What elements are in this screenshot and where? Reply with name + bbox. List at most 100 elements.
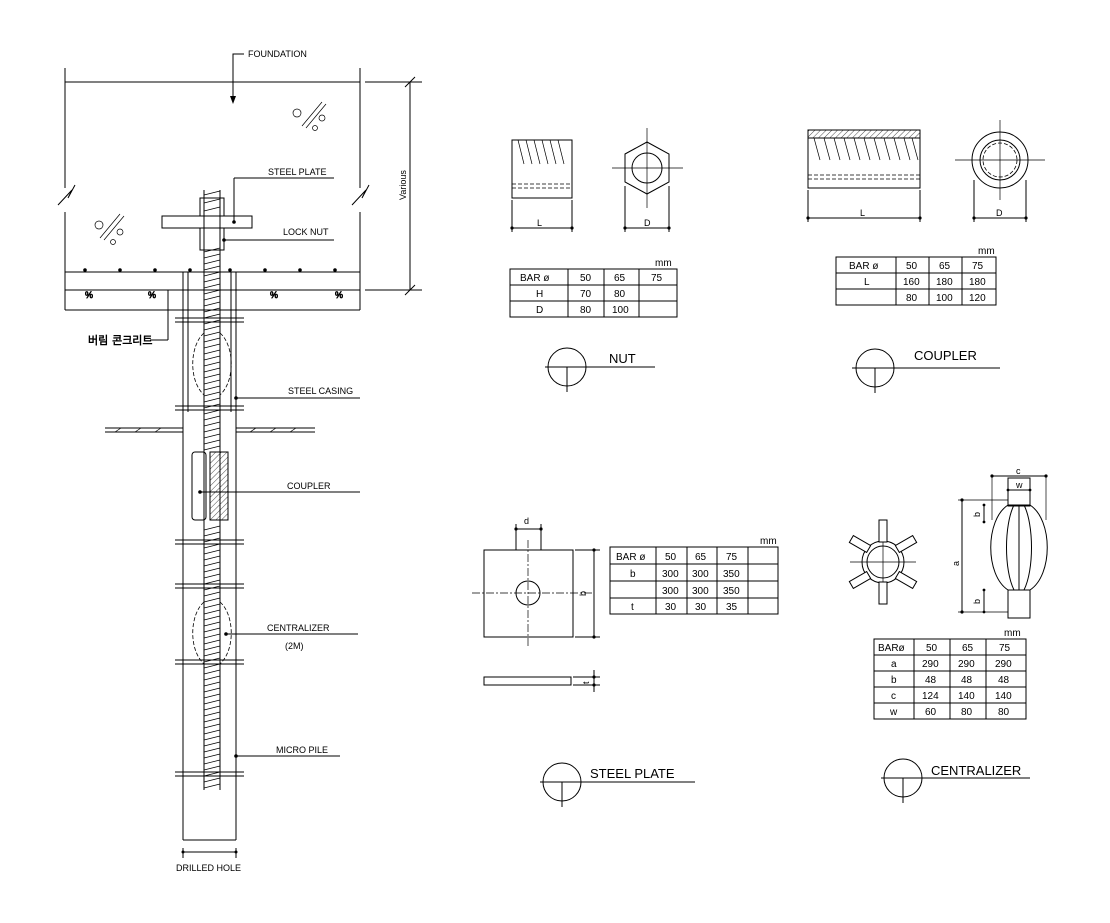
coupler-dim-d: D <box>996 208 1003 218</box>
cent-r0-2: 290 <box>958 659 975 670</box>
drilled-hole-label: DRILLED HOLE <box>176 863 241 873</box>
cent-r2-2: 140 <box>958 691 975 702</box>
nut-r0-2: 80 <box>614 289 626 300</box>
nut-r1-0: D <box>536 305 543 316</box>
svg-text:%: % <box>335 290 343 300</box>
cent-r1-1: 48 <box>925 675 937 686</box>
cent-r3-2: 80 <box>961 707 973 718</box>
coupler-r0-1: 160 <box>903 277 920 288</box>
nut-unit: mm <box>655 258 672 269</box>
nut-h-3: 75 <box>651 273 663 284</box>
plate-dim-b: b <box>578 591 588 596</box>
coupler-title: COUPLER <box>914 348 977 363</box>
cent-h-1: 50 <box>926 643 938 654</box>
nut-title: NUT <box>609 351 636 366</box>
plate-dim-d: d <box>524 516 529 526</box>
coupler-r1-1: 80 <box>906 293 918 304</box>
pile-section: %% %% FOUNDATION Various STEEL PLATE LOC… <box>57 49 422 873</box>
svg-text:%: % <box>270 290 278 300</box>
plate-h-3: 75 <box>726 552 738 563</box>
plate-h-2: 65 <box>695 552 707 563</box>
centralizer-section-label: CENTRALIZER <box>267 623 330 633</box>
coupler-h-1: 50 <box>906 261 918 272</box>
cent-h-2: 65 <box>962 643 974 654</box>
centralizer-dashed-upper <box>192 332 232 396</box>
ground-line <box>105 427 315 433</box>
plate-r1-2: 300 <box>692 586 709 597</box>
plate-r1-3: 350 <box>723 586 740 597</box>
centralizer-unit: mm <box>1004 628 1021 639</box>
plate-r0-0: b <box>630 569 636 580</box>
coupler-r1-3: 120 <box>969 293 986 304</box>
foundation-label: FOUNDATION <box>248 49 307 59</box>
plate-r2-1: 30 <box>665 602 677 613</box>
coupler-r0-3: 180 <box>969 277 986 288</box>
foundation-block: %% %% <box>57 68 370 311</box>
cent-r1-0: b <box>891 675 897 686</box>
nut-h-2: 65 <box>614 273 626 284</box>
nut-r1-1: 80 <box>580 305 592 316</box>
coupler-unit: mm <box>978 246 995 257</box>
coupler-section-label: COUPLER <box>287 481 331 491</box>
cent-h-3: 75 <box>999 643 1011 654</box>
coupler-r0-0: L <box>864 277 870 288</box>
nut-r0-1: 70 <box>580 289 592 300</box>
plate-r0-1: 300 <box>662 569 679 580</box>
coupler-h-3: 75 <box>972 261 984 272</box>
plate-r2-3: 35 <box>726 602 738 613</box>
centralizer-title: CENTRALIZER <box>931 763 1021 778</box>
nut-detail: L D mm BAR ø 50 65 75 H 70 80 D 80 100 N… <box>509 128 683 392</box>
lock-nut-label: LOCK NUT <box>283 227 329 237</box>
centralizer-dim-b-top: b <box>972 512 982 517</box>
cent-r3-0: w <box>889 707 898 718</box>
cent-r3-1: 60 <box>925 707 937 718</box>
cent-r0-3: 290 <box>995 659 1012 670</box>
cent-r1-3: 48 <box>998 675 1010 686</box>
coupler-h-2: 65 <box>939 261 951 272</box>
coupler-h-0: BAR ø <box>849 261 878 272</box>
plate-r2-2: 30 <box>695 602 707 613</box>
micro-pile-label: MICRO PILE <box>276 745 328 755</box>
centralizer-detail: c w a b b mm BARø 50 65 75 a 290 290 290… <box>848 466 1048 803</box>
centralizer-dim-a: a <box>951 561 961 566</box>
svg-text:%: % <box>148 290 156 300</box>
plate-r0-3: 350 <box>723 569 740 580</box>
steel-plate-shape <box>161 215 253 229</box>
cent-r0-1: 290 <box>922 659 939 670</box>
coupler-detail: L D mm BAR ø 50 65 75 L 160 180 180 80 1… <box>806 120 1045 393</box>
coupler-dim-l: L <box>860 208 865 218</box>
centralizer-dim-b-bottom: b <box>972 599 982 604</box>
plate-r2-0: t <box>631 602 634 613</box>
plate-h-0: BAR ø <box>616 552 645 563</box>
nut-dim-d: D <box>644 218 651 228</box>
cent-r0-0: a <box>891 659 897 670</box>
various-label: Various <box>398 170 408 200</box>
cent-r2-1: 124 <box>922 691 939 702</box>
plate-title: STEEL PLATE <box>590 766 675 781</box>
nut-h-0: BAR ø <box>520 273 549 284</box>
cent-r2-3: 140 <box>995 691 1012 702</box>
steel-plate-detail: d b t mm BAR ø 50 65 75 b 300 300 350 30… <box>472 516 779 807</box>
nut-h-1: 50 <box>580 273 592 284</box>
centralizer-dashed-lower <box>192 601 232 665</box>
nut-r1-2: 100 <box>612 305 629 316</box>
steel-casing-label: STEEL CASING <box>288 386 353 396</box>
cent-r2-0: c <box>891 691 896 702</box>
svg-text:%: % <box>85 290 93 300</box>
coupler-r0-2: 180 <box>936 277 953 288</box>
centralizer-dim-c: c <box>1016 466 1021 476</box>
nut-r0-0: H <box>536 289 543 300</box>
coupler-r1-2: 100 <box>936 293 953 304</box>
cent-h-0: BARø <box>878 643 905 654</box>
nut-dim-l: L <box>537 218 542 228</box>
steel-plate-label: STEEL PLATE <box>268 167 327 177</box>
plate-r1-1: 300 <box>662 586 679 597</box>
lean-concrete-label: 버림 콘크리트 <box>88 333 153 347</box>
plate-h-1: 50 <box>665 552 677 563</box>
plate-dim-t: t <box>581 681 591 684</box>
plate-r0-2: 300 <box>692 569 709 580</box>
plate-unit: mm <box>760 536 777 547</box>
cent-r1-2: 48 <box>961 675 973 686</box>
centralizer-spacing-label: (2M) <box>285 641 304 651</box>
